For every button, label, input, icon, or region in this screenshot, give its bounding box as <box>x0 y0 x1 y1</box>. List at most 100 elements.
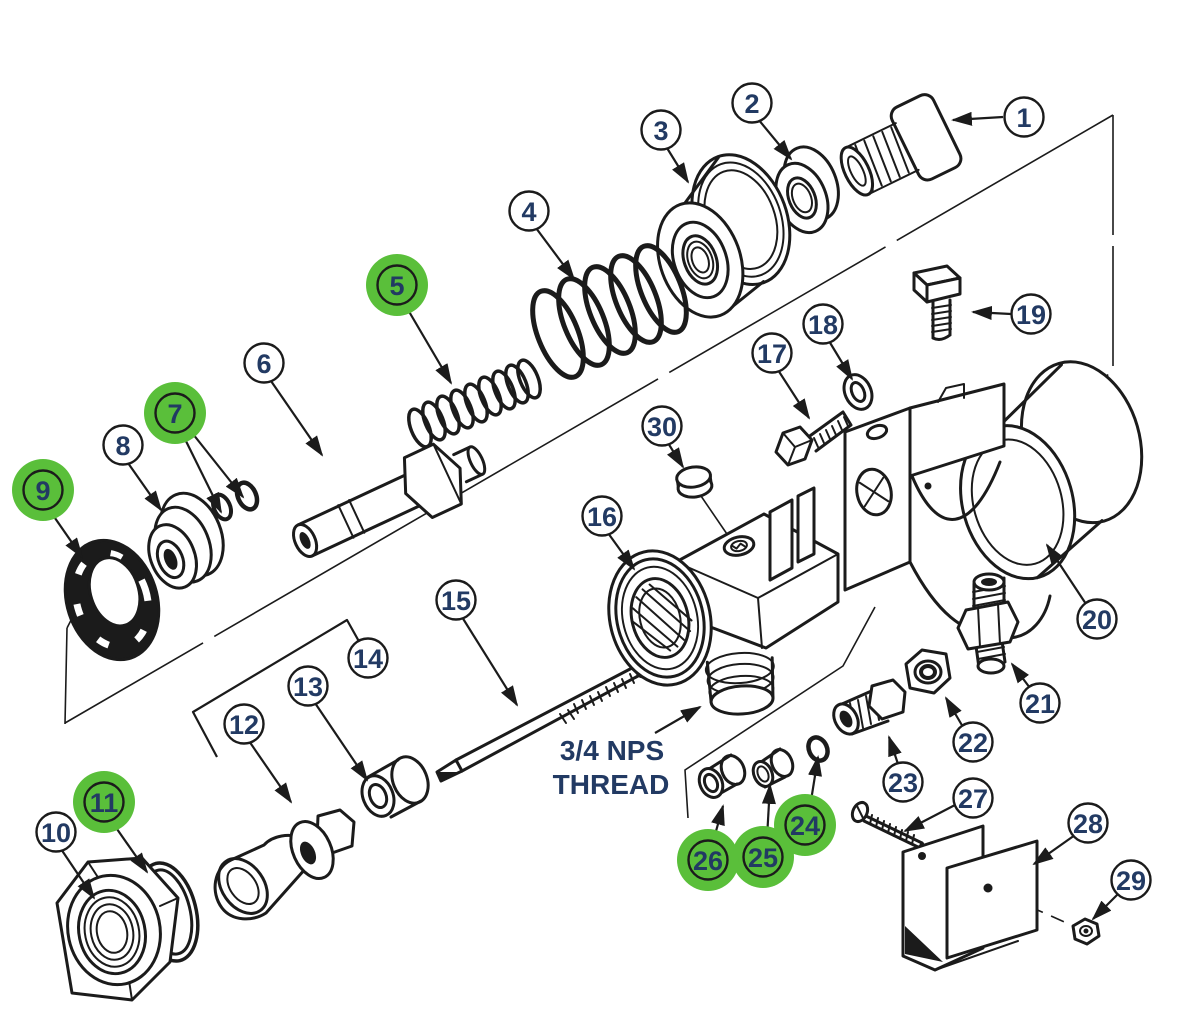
callout-number: 25 <box>748 843 778 873</box>
callout-13-leader <box>314 702 369 782</box>
callout-10: 10 <box>35 811 96 900</box>
callout-17-leader <box>777 369 811 420</box>
axis-corner-right <box>1095 115 1114 385</box>
callout-circle <box>154 392 196 434</box>
callout-8-leader <box>127 462 163 512</box>
callout-number: 28 <box>1073 809 1103 839</box>
callout-13: 13 <box>287 665 369 782</box>
callout-circle <box>687 839 729 881</box>
callout-19-leader <box>971 305 1012 321</box>
callout-circle <box>784 804 826 846</box>
part-22-hex-nut <box>904 648 952 695</box>
callout-1-leader <box>951 111 1004 126</box>
callout-number: 11 <box>90 788 119 818</box>
part-17-hex-bolt <box>774 410 853 467</box>
callout-number: 18 <box>808 310 838 340</box>
callout-number: 2 <box>744 89 759 119</box>
plug-position-line <box>700 495 730 538</box>
callout-circle <box>581 495 623 537</box>
callout-22-leader <box>944 696 964 728</box>
part-28-bracket <box>901 824 1039 972</box>
callout-number: 7 <box>167 399 182 429</box>
callout-circle <box>1067 802 1109 844</box>
thread-note-line1: 3/4 NPS <box>560 735 664 766</box>
callout-circle <box>243 342 285 384</box>
part-16-valve-body <box>607 486 840 716</box>
part-13-bushing <box>360 755 430 819</box>
callout-12: 12 <box>223 703 293 804</box>
callout-number: 15 <box>441 586 471 616</box>
callout-2: 2 <box>731 82 793 161</box>
part-27-machine-screw <box>850 800 928 851</box>
part-26-packing-nut <box>697 753 747 799</box>
callout-16-leader <box>607 532 636 571</box>
callout-28-leader <box>1032 834 1076 866</box>
callout-number: 4 <box>521 197 536 227</box>
part-18-washer <box>842 373 874 411</box>
callout-7-leader <box>188 428 245 499</box>
part-10-ring-nut <box>55 856 180 1002</box>
callout-20: 20 <box>1045 543 1118 640</box>
axis-lines <box>64 114 1114 929</box>
callout-18: 18 <box>802 303 854 381</box>
callout-3-leader <box>666 147 690 184</box>
callout-10-leader <box>60 848 96 900</box>
parts-layer <box>55 93 1144 1002</box>
callout-number: 6 <box>256 349 271 379</box>
callout-number: 12 <box>229 710 259 740</box>
callout-5: 5 <box>366 254 453 385</box>
callout-circle <box>640 109 682 151</box>
part-12-lever-horn <box>213 808 356 921</box>
callout-4: 4 <box>508 190 576 281</box>
callout-circle <box>376 264 418 306</box>
callout-6: 6 <box>243 342 324 457</box>
callout-6-leader <box>270 380 324 457</box>
callout-circle <box>22 469 64 511</box>
callout-circle <box>641 405 683 447</box>
callout-number: 20 <box>1082 605 1112 635</box>
callout-7: 7 <box>144 382 245 514</box>
callout-14-leader <box>191 618 362 758</box>
callout-circle <box>508 190 550 232</box>
callout-9: 9 <box>12 459 84 559</box>
callout-30: 30 <box>641 405 685 469</box>
callout-number: 5 <box>389 271 404 301</box>
callout-number: 14 <box>353 644 383 674</box>
callout-circle <box>952 777 994 819</box>
callout-3: 3 <box>640 109 690 184</box>
callout-18-leader <box>828 340 854 381</box>
callout-14: 14 <box>191 618 389 758</box>
callout-8: 8 <box>102 424 163 512</box>
part-25-ferrule <box>751 747 795 789</box>
callout-circle <box>1010 293 1052 335</box>
callout-15: 15 <box>435 579 519 707</box>
callout-number: 23 <box>888 768 918 798</box>
part-5-spring-small <box>407 358 542 449</box>
callout-circle <box>435 579 477 621</box>
thread-note: 3/4 NPS THREAD <box>553 706 702 800</box>
callout-23-leader <box>887 735 902 765</box>
callout-30-leader <box>667 442 685 469</box>
callout-circle <box>882 761 924 803</box>
callout-circle <box>35 811 77 853</box>
callout-15-leader <box>461 616 519 707</box>
callout-number: 9 <box>35 476 50 506</box>
callout-23: 23 <box>882 735 924 803</box>
axis-line-main <box>64 114 1114 724</box>
callout-28: 28 <box>1032 802 1109 866</box>
callout-number: 1 <box>1016 103 1031 133</box>
part-21-hex-nipple <box>956 572 1020 675</box>
part-23-compression-fitting <box>832 678 907 736</box>
part-29-small-nut <box>1071 917 1101 946</box>
callout-24: 24 <box>774 755 836 856</box>
callout-27: 27 <box>903 777 994 832</box>
callout-number: 13 <box>293 672 323 702</box>
part-6-valve-stem <box>292 442 487 558</box>
callout-29-leader <box>1091 891 1121 921</box>
callout-circle <box>1019 682 1061 724</box>
part-30-plug <box>675 465 714 499</box>
callout-number: 29 <box>1116 866 1146 896</box>
